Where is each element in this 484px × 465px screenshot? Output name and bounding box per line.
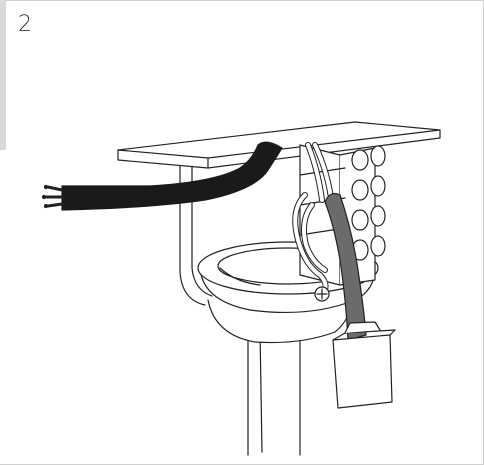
step-number: 2 <box>18 12 32 37</box>
lamp-pole <box>247 329 301 456</box>
terminal-block <box>299 144 386 286</box>
panel-border-top <box>0 0 484 1</box>
panel-side-tab <box>0 0 6 150</box>
earth-screw <box>314 286 330 302</box>
ceiling-plate <box>117 121 441 169</box>
main-black-cable <box>61 141 283 211</box>
stripped-wire-ends <box>41 184 64 209</box>
grey-cable <box>324 192 367 341</box>
cable-connector <box>332 321 396 409</box>
